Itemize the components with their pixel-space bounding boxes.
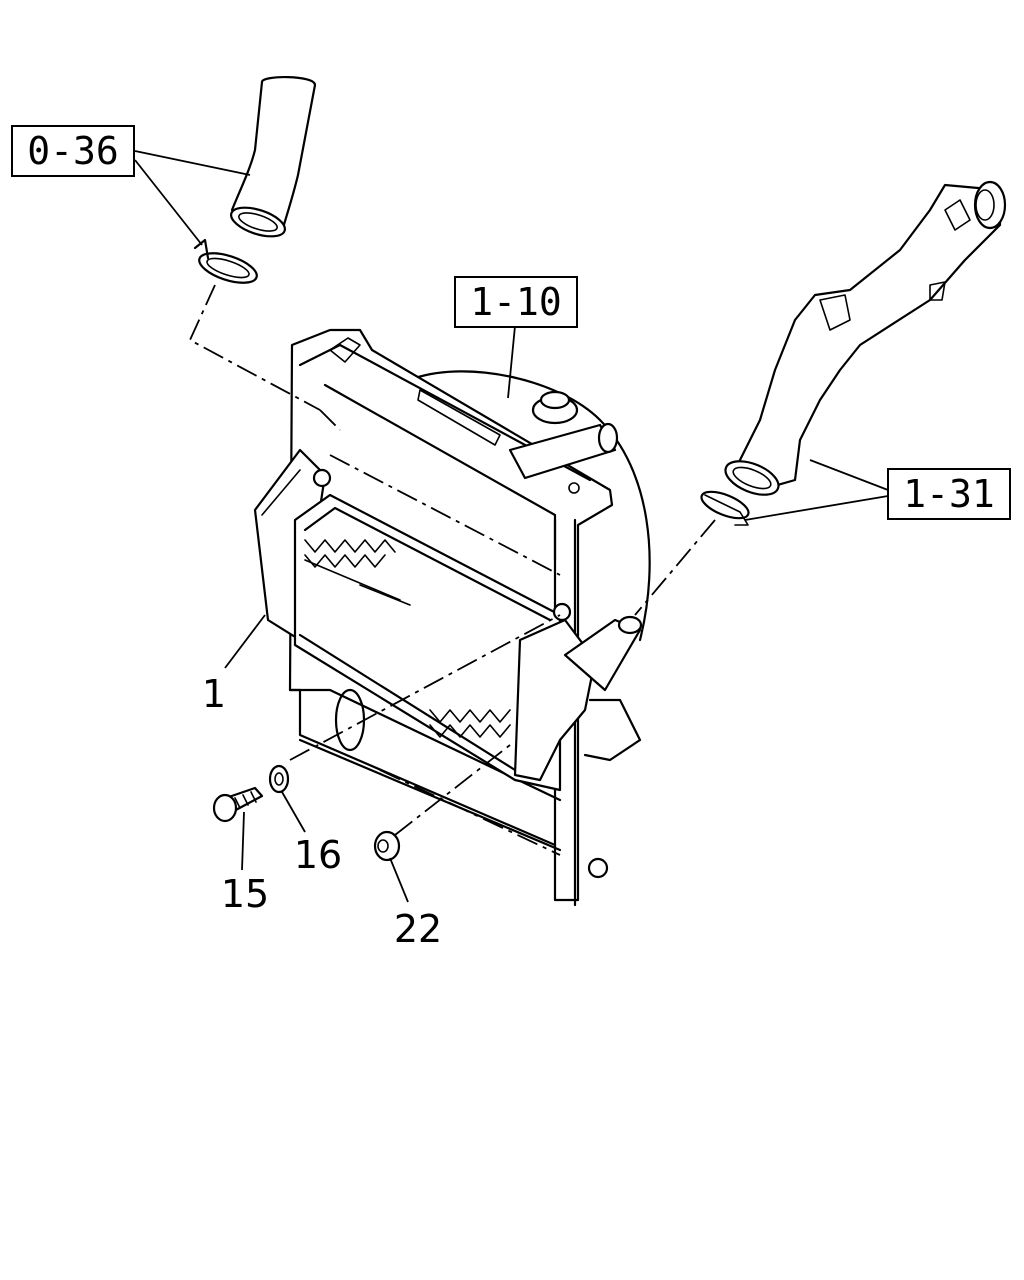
callout-0-36-label: 0-36 — [27, 129, 119, 173]
intercooler-core — [253, 448, 643, 792]
part-number-16: 16 — [294, 833, 342, 877]
callout-1-10: 1-10 — [454, 276, 578, 328]
washer — [268, 764, 290, 794]
part-number-1: 1 — [202, 672, 226, 716]
nut — [373, 830, 401, 862]
callout-1-31: 1-31 — [887, 468, 1011, 520]
part-number-15: 15 — [221, 872, 269, 916]
hose-right — [724, 180, 1007, 496]
clamp-upper-left — [193, 238, 258, 284]
hose-upper-left — [230, 75, 317, 238]
leader-lines — [134, 150, 889, 903]
clamp-right — [700, 490, 750, 526]
assembly-lines — [188, 284, 716, 856]
part-number-22: 22 — [394, 907, 442, 951]
callout-0-36: 0-36 — [11, 125, 135, 177]
callout-1-31-label: 1-31 — [903, 472, 995, 516]
callout-1-10-label: 1-10 — [470, 280, 562, 324]
bolt — [212, 786, 264, 823]
